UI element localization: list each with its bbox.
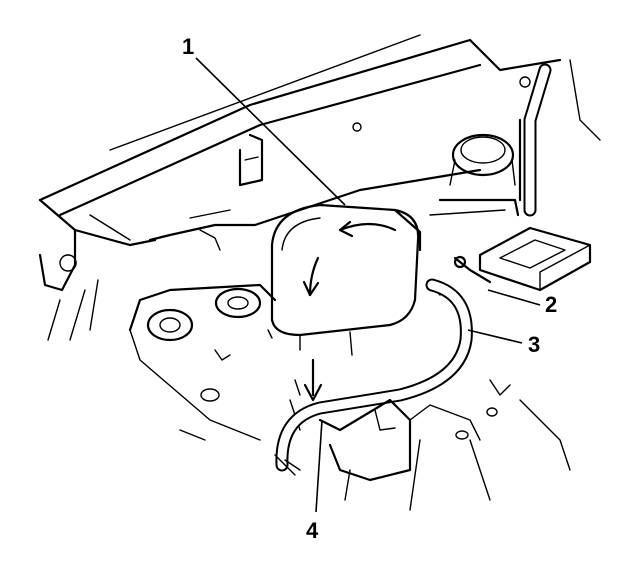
inner-fender-panel	[128, 283, 277, 441]
hood-latch-bracket	[238, 122, 362, 187]
coolant-overflow-hose	[274, 278, 473, 476]
callout-leaders	[195, 57, 541, 513]
upper-radiator-hose	[519, 63, 552, 217]
leader-3	[467, 329, 523, 344]
leader-4	[315, 419, 323, 513]
callout-3: 3	[528, 332, 540, 357]
radiator-cap	[429, 118, 522, 217]
coolant-reservoir	[267, 203, 422, 356]
leader-2	[487, 289, 541, 306]
callout-1: 1	[182, 34, 194, 59]
mount-bracket	[478, 59, 601, 292]
leader-1	[195, 57, 346, 206]
lower-crossmember	[318, 379, 571, 511]
callout-4: 4	[306, 518, 319, 543]
radiator-support-frame	[38, 34, 562, 341]
callout-2: 2	[545, 292, 557, 317]
